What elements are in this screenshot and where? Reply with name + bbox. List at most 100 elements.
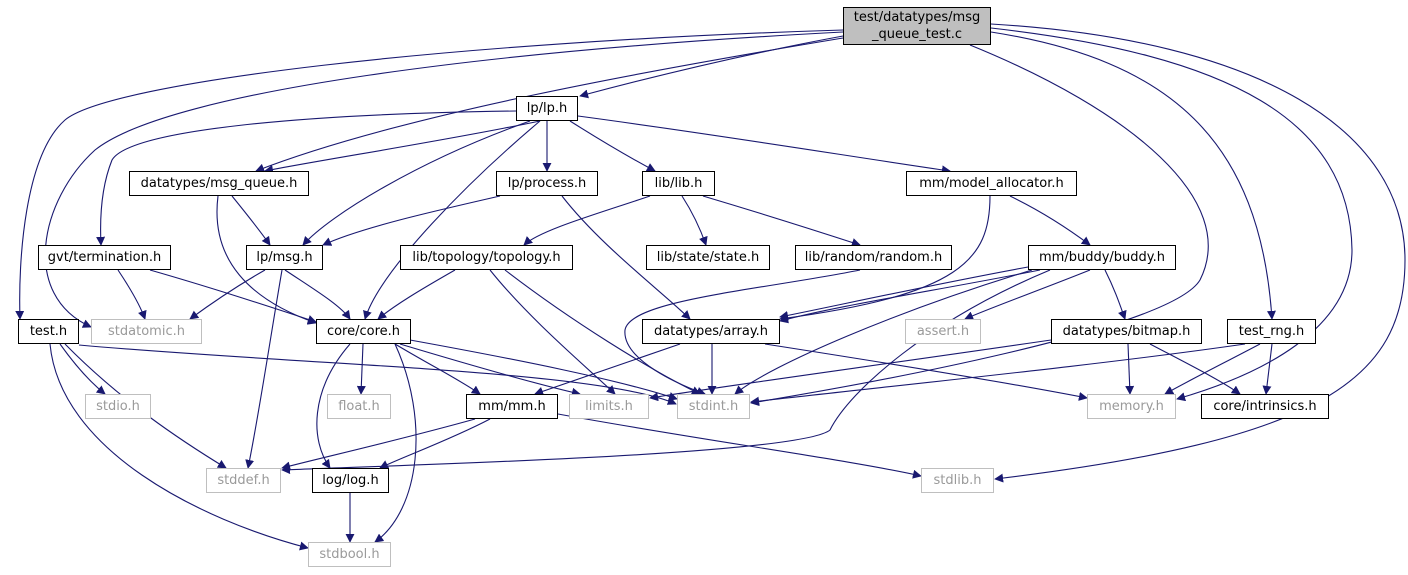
node-stdint-h: stdint.h [677, 394, 750, 419]
edge-modelalloc-array [779, 195, 991, 323]
edge-lib-topology [523, 195, 651, 246]
node-limits-h-label: limits.h [585, 399, 633, 414]
edge-root-lp [579, 35, 844, 99]
edge-process-array [561, 195, 691, 320]
edge-core-stdbool [374, 343, 417, 543]
edge-buddy-array2 [779, 269, 1041, 324]
node-log-log-h[interactable]: log/log.h [312, 468, 389, 493]
node-test-rng-h-label: test_rng.h [1238, 324, 1305, 339]
edge-lib-state [681, 195, 708, 246]
edge-modelalloc-buddy [1009, 195, 1091, 246]
node-assert-h-label: assert.h [916, 324, 970, 339]
edge-lp-core [363, 120, 541, 320]
edge-bitmap-limits [649, 339, 1052, 402]
edge-msgqueue-core [216, 195, 317, 325]
node-lib-random-h[interactable]: lib/random/random.h [795, 245, 952, 270]
node-stdatomic-h: stdatomic.h [91, 319, 202, 344]
edge-msg-core [284, 269, 351, 320]
node-msg-queue-test-c: test/datatypes/msg _queue_test.c [843, 7, 991, 45]
node-test-h-label: test.h [29, 324, 68, 339]
node-msg-queue-test-c-label: test/datatypes/msg _queue_test.c [853, 10, 981, 42]
node-lib-topology-h-label: lib/topology/topology.h [412, 250, 561, 265]
node-datatypes-msg-queue-h-label: datatypes/msg_queue.h [140, 176, 298, 191]
node-stddef-h: stddef.h [206, 468, 281, 493]
edge-test-stdbool [49, 343, 309, 551]
edge-bitmap-intrinsics [1149, 343, 1241, 395]
edge-lp-termination [96, 110, 517, 246]
node-stdlib-h-label: stdlib.h [933, 473, 982, 488]
edge-bitmap-memory [1125, 343, 1135, 395]
node-memory-h-label: memory.h [1099, 399, 1164, 414]
edge-lib-random [702, 195, 861, 247]
node-lib-lib-h-label: lib/lib.h [654, 176, 703, 191]
node-mm-buddy-h[interactable]: mm/buddy/buddy.h [1028, 245, 1176, 270]
edge-core-limits [399, 343, 581, 397]
node-mm-model-allocator-h-label: mm/model_allocator.h [919, 176, 1064, 191]
edge-msgqueue-msg [231, 195, 271, 246]
edge-root-test-rng [990, 31, 1276, 320]
node-datatypes-bitmap-h[interactable]: datatypes/bitmap.h [1051, 319, 1202, 344]
node-lib-topology-h[interactable]: lib/topology/topology.h [400, 245, 573, 270]
edge-buddy-array [779, 266, 1029, 320]
node-mm-model-allocator-h[interactable]: mm/model_allocator.h [906, 171, 1077, 196]
edge-root-msgqueue [255, 37, 844, 173]
node-float-h-label: float.h [338, 399, 380, 414]
node-memory-h: memory.h [1087, 394, 1176, 419]
edge-lp-modelalloc [577, 115, 951, 175]
node-lp-lp-h-label: lp/lp.h [526, 101, 568, 116]
node-lib-lib-h[interactable]: lib/lib.h [642, 171, 715, 196]
edge-buddy-assert [964, 269, 1091, 320]
edge-core-mm [394, 343, 481, 395]
node-lp-msg-h-label: lp/msg.h [256, 250, 313, 265]
node-datatypes-msg-queue-h[interactable]: datatypes/msg_queue.h [129, 171, 309, 196]
node-datatypes-bitmap-h-label: datatypes/bitmap.h [1062, 324, 1191, 339]
node-test-rng-h[interactable]: test_rng.h [1227, 319, 1316, 344]
edge-testrng-stdint [750, 343, 1246, 406]
edge-buddy-bitmap [1104, 269, 1127, 320]
edge-termination-core [149, 269, 317, 324]
edge-topology-core [377, 269, 456, 320]
edge-random-stdint [624, 269, 861, 396]
node-lp-lp-h[interactable]: lp/lp.h [516, 96, 578, 121]
node-stdio-h: stdio.h [85, 394, 151, 419]
node-core-intrinsics-h-label: core/intrinsics.h [1213, 399, 1317, 414]
node-stdio-h-label: stdio.h [96, 399, 140, 414]
edge-testrng-memory [1164, 343, 1261, 395]
node-gvt-termination-h[interactable]: gvt/termination.h [38, 245, 171, 270]
edge-root-test [15, 29, 844, 320]
edge-root-memory [990, 27, 1353, 402]
node-mm-buddy-h-label: mm/buddy/buddy.h [1039, 250, 1165, 265]
edge-mm-stdlib [557, 413, 922, 479]
node-lp-msg-h[interactable]: lp/msg.h [246, 245, 323, 270]
edge-array-mm [534, 343, 681, 396]
edge-core-float [356, 343, 366, 395]
node-stddef-h-label: stddef.h [217, 473, 270, 488]
edge-lp-lib [569, 120, 656, 172]
edge-process-msg [322, 195, 501, 246]
edge-topology-limits [489, 269, 616, 395]
node-stdlib-h: stdlib.h [921, 468, 994, 493]
node-datatypes-array-h-label: datatypes/array.h [653, 324, 769, 339]
node-test-h[interactable]: test.h [18, 319, 79, 344]
node-lib-state-h-label: lib/state/state.h [656, 250, 760, 265]
node-stdbool-h: stdbool.h [308, 542, 391, 567]
node-mm-mm-h[interactable]: mm/mm.h [466, 394, 558, 419]
node-datatypes-array-h[interactable]: datatypes/array.h [642, 319, 780, 344]
edge-testrng-intrinsics [1262, 343, 1273, 395]
edge-lp-msgqueue [264, 120, 541, 174]
node-lp-process-h-label: lp/process.h [507, 176, 587, 191]
edge-mm-log [379, 418, 491, 469]
node-lp-process-h[interactable]: lp/process.h [496, 171, 598, 196]
edge-msg-stdatomic [189, 269, 266, 320]
edge-core-stdint [409, 339, 678, 401]
edge-test-stdio [59, 343, 106, 395]
node-core-intrinsics-h[interactable]: core/intrinsics.h [1201, 394, 1329, 419]
node-lib-state-h[interactable]: lib/state/state.h [646, 245, 770, 270]
edge-termination-stdatomic [117, 269, 147, 320]
node-assert-h: assert.h [905, 319, 981, 344]
edge-array-memory [764, 343, 1088, 401]
node-stdatomic-h-label: stdatomic.h [108, 324, 185, 339]
node-core-core-h[interactable]: core/core.h [316, 319, 411, 344]
node-lib-random-h-label: lib/random/random.h [804, 250, 943, 265]
